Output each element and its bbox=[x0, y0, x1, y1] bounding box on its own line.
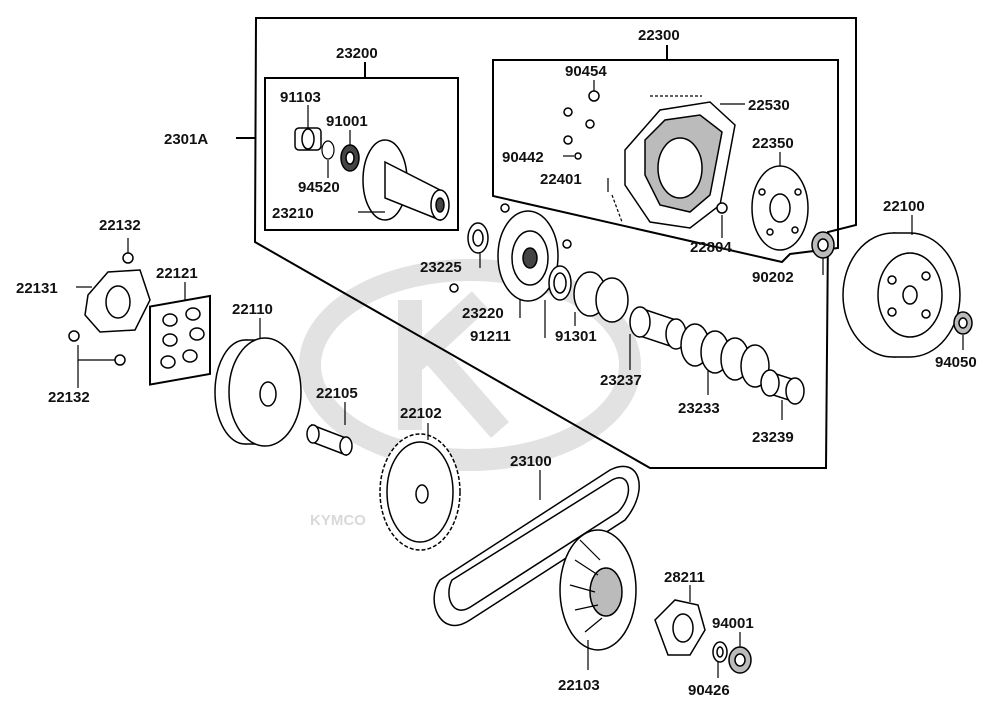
label-22105: 22105 bbox=[316, 385, 358, 402]
label-22530: 22530 bbox=[748, 97, 790, 114]
label-22300: 22300 bbox=[638, 27, 680, 44]
rollers-22121 bbox=[160, 307, 205, 369]
label-22100: 22100 bbox=[883, 198, 925, 215]
label-90454: 90454 bbox=[565, 63, 607, 80]
label-22132-top: 22132 bbox=[99, 217, 141, 234]
washer-90426 bbox=[712, 641, 728, 663]
washer-23225 bbox=[467, 222, 489, 254]
assembly-2301a-outline bbox=[253, 17, 857, 469]
slider-22132-top bbox=[122, 252, 134, 264]
sliding-sheave-23210 bbox=[362, 139, 450, 222]
clutch-bell-22100 bbox=[842, 232, 961, 358]
label-22401: 22401 bbox=[540, 171, 582, 188]
label-91001: 91001 bbox=[326, 113, 368, 130]
washer-c bbox=[585, 119, 595, 129]
roller-set-22121-box bbox=[149, 294, 211, 386]
fan-22103 bbox=[559, 529, 637, 651]
label-90202: 90202 bbox=[752, 269, 794, 286]
ratchet-28211 bbox=[654, 599, 706, 656]
label-23225: 23225 bbox=[420, 259, 462, 276]
label-22804: 22804 bbox=[690, 239, 732, 256]
starter-gear-22102 bbox=[379, 433, 461, 551]
label-22350: 22350 bbox=[752, 135, 794, 152]
label-22121: 22121 bbox=[156, 265, 198, 282]
label-22131: 22131 bbox=[16, 280, 58, 297]
bearing-91001 bbox=[340, 144, 360, 172]
drive-face-22110 bbox=[214, 337, 302, 447]
label-2301a: 2301A bbox=[164, 131, 208, 148]
nut-90202 bbox=[811, 231, 835, 259]
subassembly-22300-box bbox=[492, 59, 839, 264]
label-22102: 22102 bbox=[400, 405, 442, 422]
label-23237: 23237 bbox=[600, 372, 642, 389]
label-23233: 23233 bbox=[678, 400, 720, 417]
watermark-brand-text: KYMCO bbox=[310, 512, 366, 529]
label-90442: 90442 bbox=[502, 149, 544, 166]
subassembly-23200-box bbox=[264, 77, 459, 231]
nut-94050 bbox=[953, 311, 973, 335]
oil-seal-91211 bbox=[548, 265, 572, 301]
washer-90442 bbox=[574, 152, 582, 160]
label-23210: 23210 bbox=[272, 205, 314, 222]
label-94001: 94001 bbox=[712, 615, 754, 632]
label-94050: 94050 bbox=[935, 354, 977, 371]
label-22110: 22110 bbox=[232, 301, 273, 318]
label-23100: 23100 bbox=[510, 453, 552, 470]
guide-pin-23220 bbox=[497, 203, 572, 302]
label-94520: 94520 bbox=[298, 179, 340, 196]
bearing-91103 bbox=[294, 127, 322, 151]
bushing-22804 bbox=[716, 202, 728, 214]
label-23239: 23239 bbox=[752, 429, 794, 446]
label-22132-bottom: 22132 bbox=[48, 389, 90, 406]
washer-a bbox=[563, 107, 573, 117]
ramp-plate-22131 bbox=[84, 269, 151, 333]
label-23200: 23200 bbox=[336, 45, 378, 62]
spring-22401 bbox=[611, 194, 623, 223]
leader-22132-bottom bbox=[77, 345, 115, 361]
label-91103: 91103 bbox=[280, 89, 321, 106]
nut-90454 bbox=[588, 90, 600, 102]
drive-belt-23100 bbox=[433, 465, 640, 627]
label-91211: 91211 bbox=[470, 328, 511, 345]
bolt-23225 bbox=[449, 283, 459, 293]
spring-seat-23239 bbox=[760, 369, 805, 405]
label-90426: 90426 bbox=[688, 682, 730, 699]
drive-plate-22350 bbox=[751, 165, 809, 251]
label-23220: 23220 bbox=[462, 305, 504, 322]
clip-94520 bbox=[321, 140, 335, 160]
washer-b bbox=[563, 135, 573, 145]
label-28211: 28211 bbox=[664, 569, 705, 586]
label-91301: 91301 bbox=[555, 328, 597, 345]
collar-22105 bbox=[306, 423, 353, 457]
label-22103: 22103 bbox=[558, 677, 600, 694]
nut-94001 bbox=[728, 646, 752, 674]
o-rings-91301 bbox=[573, 271, 629, 323]
slider-22132-bottom bbox=[68, 330, 126, 366]
spring-23233 bbox=[680, 323, 770, 388]
spacer-23237 bbox=[629, 306, 687, 350]
